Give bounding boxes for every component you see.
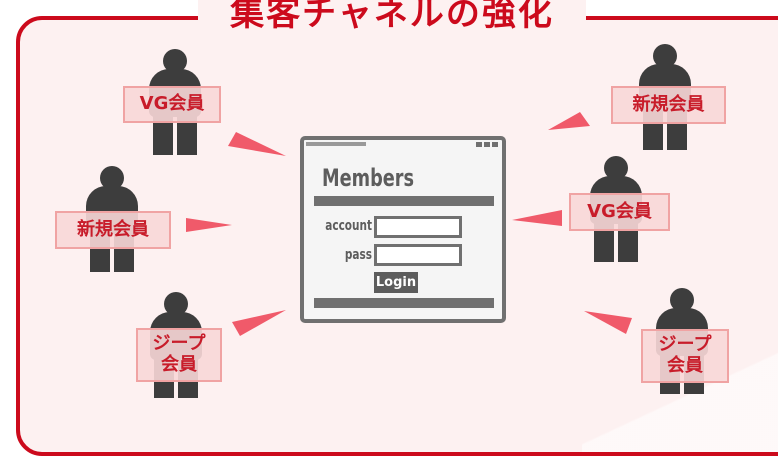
pass-label: pass [344, 247, 372, 263]
members-heading: Members [322, 164, 415, 192]
divider-bar [314, 196, 494, 206]
tag-left-middle: 新規会員 [55, 211, 171, 249]
window-titlebar [306, 142, 366, 146]
tag-label: 新規会員 [77, 218, 149, 240]
login-button[interactable]: Login [374, 272, 418, 293]
title-background [198, 0, 586, 50]
tag-right-top: 新規会員 [611, 86, 726, 124]
account-field[interactable] [374, 216, 462, 238]
tag-left-top: VG会員 [123, 86, 221, 123]
pass-field[interactable] [374, 244, 462, 266]
tag-label-line2: 会員 [161, 354, 197, 375]
page-title: 集客チャネルの強化 [230, 0, 554, 34]
tag-right-bottom: ジープ 会員 [641, 329, 729, 383]
window-controls [476, 142, 498, 147]
account-label: account [325, 218, 372, 234]
tag-label-line1: ジープ [152, 333, 206, 355]
tag-label: 新規会員 [632, 93, 705, 115]
tag-label-line2: 会員 [667, 355, 703, 376]
footer-bar [314, 298, 494, 308]
tag-label: VG会員 [139, 93, 205, 115]
tag-right-middle: VG会員 [569, 193, 670, 231]
tag-left-bottom: ジープ 会員 [136, 328, 222, 382]
tag-label-line1: ジープ [658, 334, 712, 356]
members-window: Members account pass Login [300, 136, 506, 323]
tag-label: VG会員 [587, 200, 652, 222]
